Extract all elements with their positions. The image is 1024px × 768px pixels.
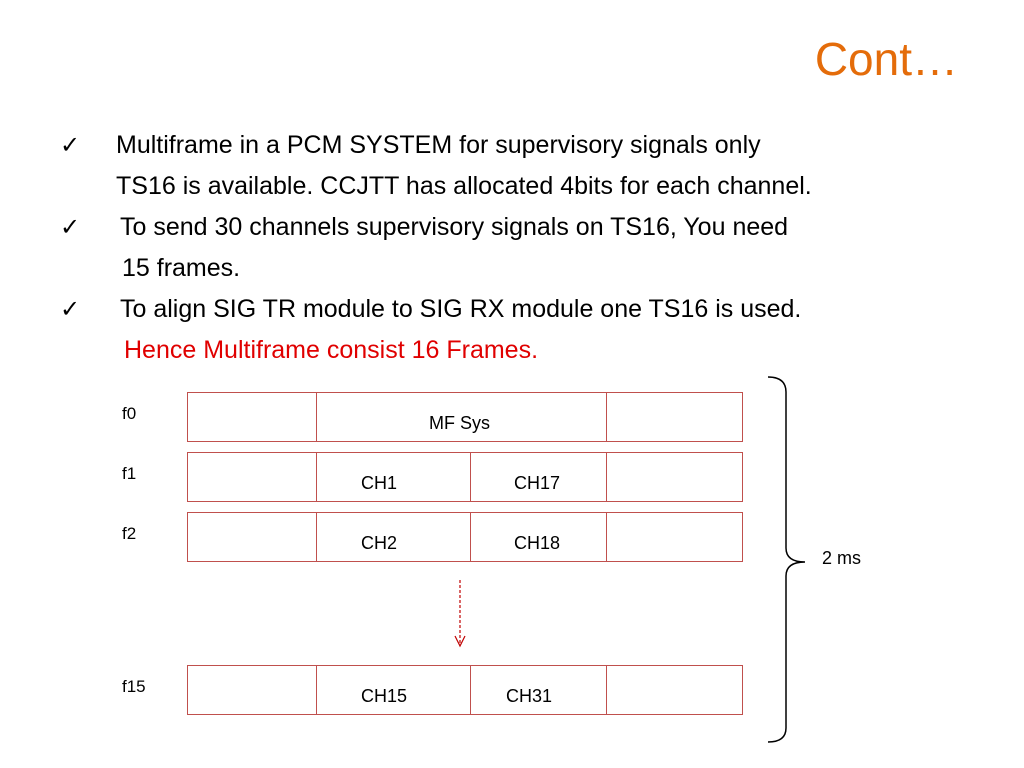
curly-brace-icon	[767, 376, 806, 743]
bullet-line: To send 30 channels supervisory signals …	[120, 213, 789, 241]
frame-cell-text: CH15	[361, 686, 408, 706]
checkmark-icon: ✓	[60, 296, 81, 323]
bullet-line: Multiframe in a PCM SYSTEM for superviso…	[116, 131, 761, 159]
frame-label: f1	[122, 464, 137, 483]
frame-label: f15	[122, 677, 146, 696]
cell-divider	[606, 513, 607, 561]
frame-row: CH1 CH17	[187, 452, 743, 502]
bullet-line: 15 frames.	[122, 254, 241, 282]
frame-row: CH2 CH18	[187, 512, 743, 562]
cell-divider	[470, 666, 471, 714]
frame-row: CH15 CH31	[187, 665, 743, 715]
cell-divider	[316, 453, 317, 501]
checkmark-icon: ✓	[60, 214, 81, 241]
cell-divider	[316, 666, 317, 714]
duration-label: 2 ms	[822, 548, 862, 568]
cell-divider	[606, 393, 607, 441]
dashed-down-arrow-icon	[454, 580, 466, 648]
cell-divider	[316, 393, 317, 441]
cell-divider	[316, 513, 317, 561]
bullet-line: To align SIG TR module to SIG RX module …	[120, 295, 802, 323]
bullet-line: TS16 is available. CCJTT has allocated 4…	[116, 172, 812, 200]
frame-label: f2	[122, 524, 137, 543]
frame-row: MF Sys	[187, 392, 743, 442]
frame-cell-text: CH18	[514, 533, 561, 553]
frame-cell-text: CH1	[361, 473, 398, 493]
cell-divider	[470, 453, 471, 501]
frame-cell-text: CH31	[506, 686, 553, 706]
bullet-line-highlight: Hence Multiframe consist 16 Frames.	[124, 336, 539, 364]
frame-cell-text: CH17	[514, 473, 561, 493]
frame-label: f0	[122, 404, 137, 423]
cell-divider	[470, 513, 471, 561]
frame-cell-text: CH2	[361, 533, 398, 553]
cell-divider	[606, 666, 607, 714]
checkmark-icon: ✓	[60, 132, 81, 159]
frame-cell-text: MF Sys	[429, 413, 490, 433]
cell-divider	[606, 453, 607, 501]
slide-title: Cont…	[814, 33, 958, 85]
